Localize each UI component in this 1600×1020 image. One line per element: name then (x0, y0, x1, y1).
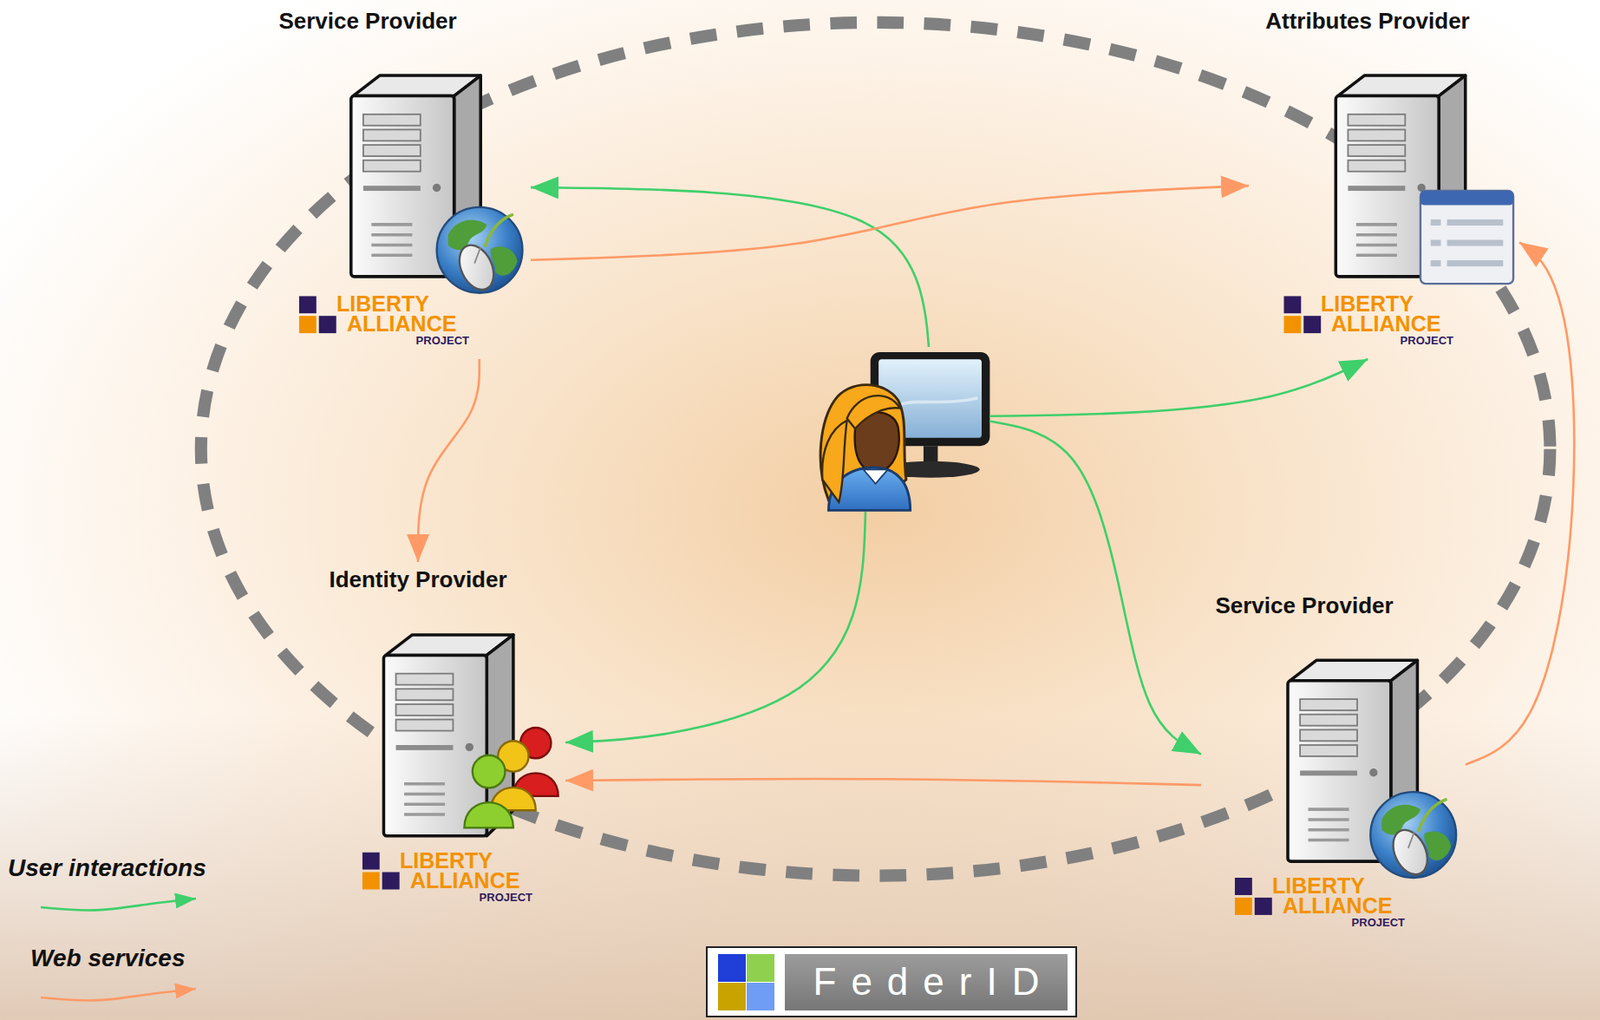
logo-alliance: ALLIANCE (346, 313, 457, 335)
logo-project: PROJECT (416, 334, 470, 347)
logo-alliance: ALLIANCE (410, 869, 520, 892)
legend-label: User interactions (7, 853, 207, 883)
service-provider-node: Service ProviderLIBERTYALLIANCEPROJECT (260, 5, 531, 360)
logo-squares (1283, 295, 1321, 334)
edge-group (417, 185, 1574, 785)
monitor-stand (923, 445, 938, 464)
user-interaction-arrow (565, 511, 866, 743)
logo-liberty: LIBERTY (399, 849, 493, 872)
web-service-arrow (530, 185, 1249, 261)
user-figure (820, 352, 990, 510)
product-logo-text: FederID (798, 959, 1055, 1006)
legend-sample (40, 988, 196, 1000)
web-service-arrow (1465, 241, 1574, 765)
identity-provider-node: Identity ProviderLIBERTYALLIANCEPROJECT (313, 561, 566, 909)
node-heading: Service Provider (1214, 593, 1393, 620)
logo-panel (784, 953, 1068, 1011)
logo-squares (1234, 877, 1273, 915)
user-interaction-arrow (989, 421, 1202, 755)
logo-liberty: LIBERTY (336, 293, 430, 315)
node-heading: Service Provider (278, 8, 457, 35)
logo-liberty: LIBERTY (1320, 293, 1414, 315)
logo-project: PROJECT (479, 891, 533, 903)
logo-tile (718, 953, 746, 982)
logo-project: PROJECT (1400, 334, 1454, 347)
globe-icon (1370, 791, 1457, 880)
logo-project: PROJECT (1351, 916, 1405, 928)
federid-logo (706, 946, 1077, 1017)
user-interaction-arrow (530, 187, 929, 347)
logo-alliance: ALLIANCE (1282, 894, 1392, 917)
service-provider-node: Service ProviderLIBERTYALLIANCEPROJECT (1201, 589, 1466, 933)
web-service-arrow (417, 359, 480, 562)
illustration-group (201, 22, 1551, 915)
node-heading: Identity Provider (328, 567, 507, 594)
legend-label: Web services (30, 943, 186, 974)
logo-tile (746, 953, 775, 982)
logo-frame (706, 946, 1077, 1017)
hair-lock (822, 420, 848, 503)
logo-liberty: LIBERTY (1272, 875, 1365, 897)
globe-icon (437, 207, 523, 295)
user-interaction-arrow (989, 359, 1368, 417)
hair-fringe (847, 395, 901, 429)
document-icon (1420, 190, 1514, 284)
logo-tile (718, 982, 746, 1011)
logo-squares (362, 852, 400, 890)
federation-circle (201, 22, 1551, 876)
web-service-arrow (565, 778, 1202, 785)
node-heading: Attributes Provider (1265, 8, 1470, 35)
user-node (816, 346, 990, 512)
logo-squares (299, 295, 337, 334)
attributes-provider-node: Attributes ProviderLIBERTYALLIANCEPROJEC… (1248, 5, 1520, 360)
logo-tile (746, 982, 775, 1011)
collar (862, 469, 888, 484)
logo-alliance: ALLIANCE (1331, 313, 1441, 335)
legend-sample (40, 898, 196, 910)
people-icon (463, 727, 558, 828)
